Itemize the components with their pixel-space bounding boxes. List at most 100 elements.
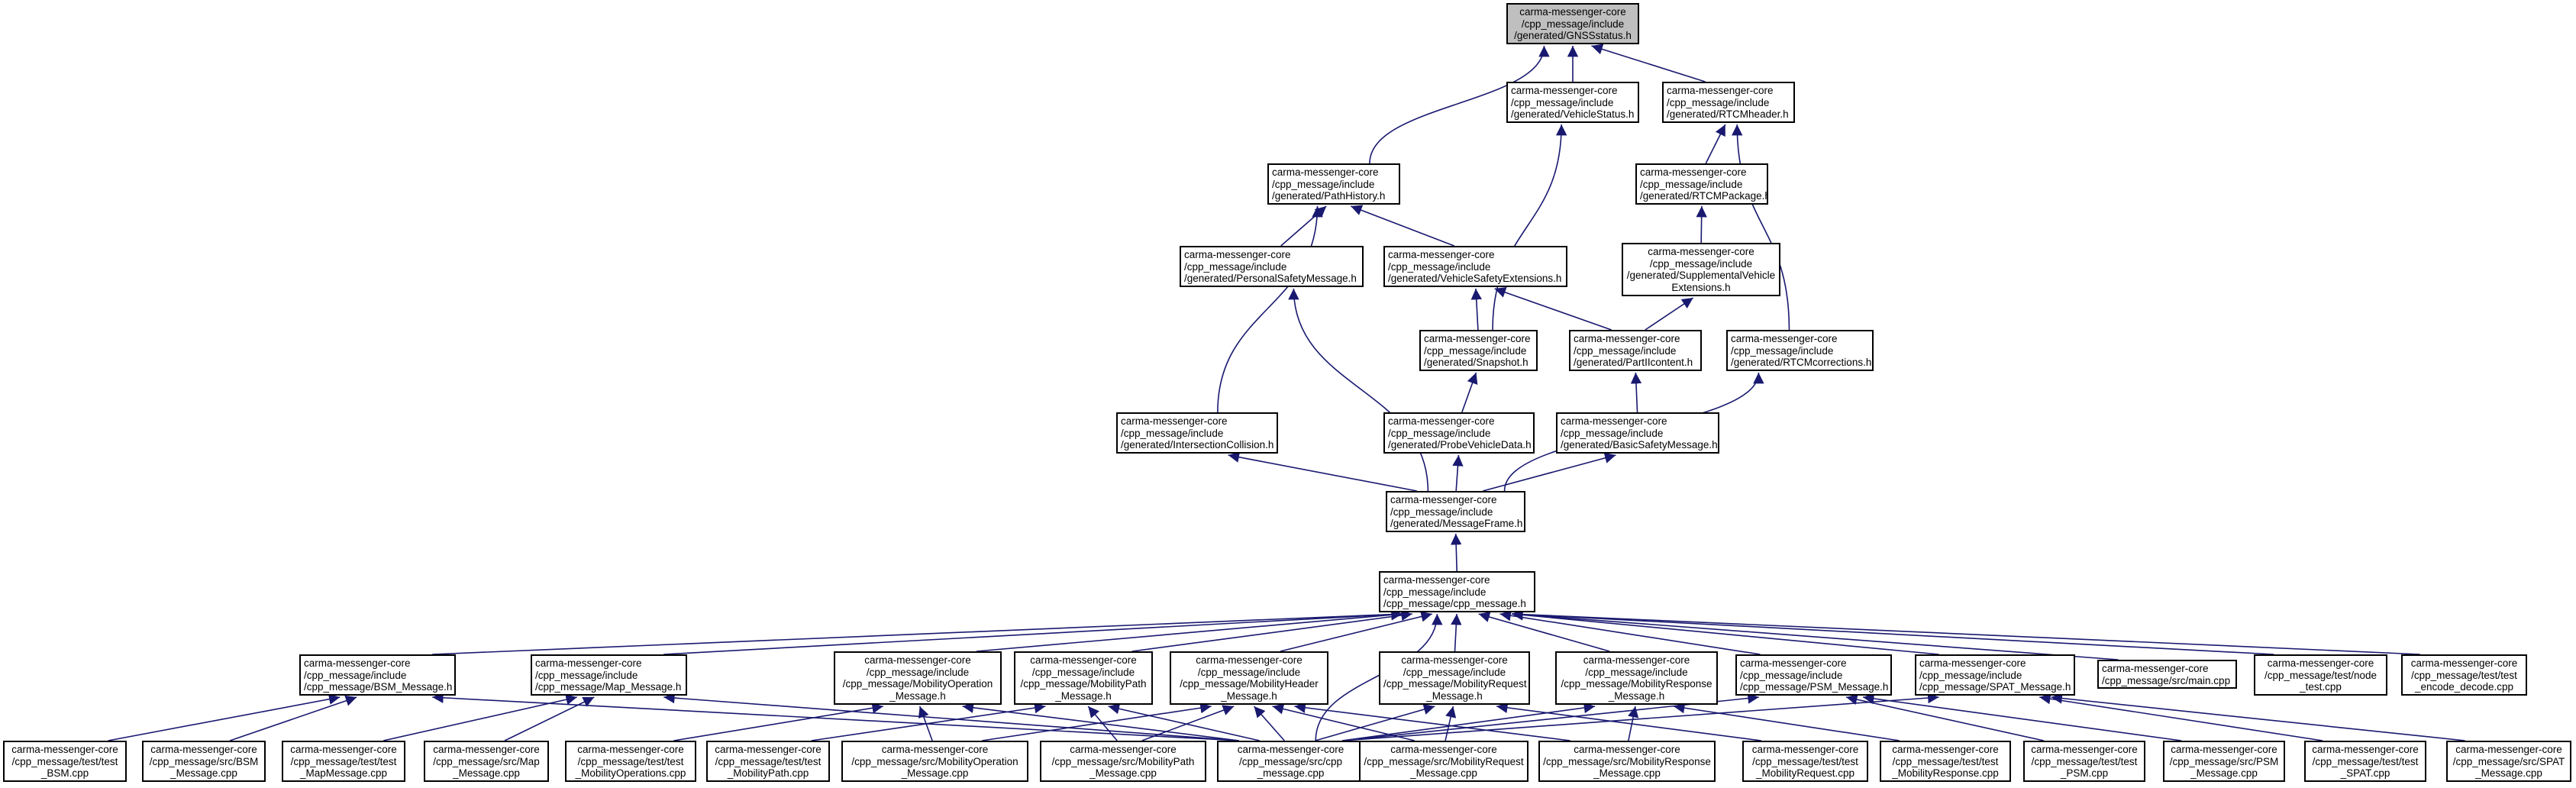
node-label-line: carma-messenger-core — [1731, 333, 1838, 344]
node-mobreqh[interactable]: carma-messenger-core/cpp_message/include… — [1379, 651, 1530, 705]
node-label-line: Extensions.h — [1671, 281, 1731, 293]
node-testmobpath[interactable]: carma-messenger-core/cpp_message/test/te… — [706, 741, 830, 782]
edge-maincpp-to-cppmsgh — [1512, 609, 2119, 660]
node-label-line: /cpp_message/include — [535, 669, 638, 681]
edge-msgframe-to-probe — [1452, 454, 1464, 492]
node-label-line: carma-messenger-core — [577, 744, 684, 755]
node-label-line: _MobilityRequest.cpp — [1755, 767, 1855, 779]
node-label-line: carma-messenger-core — [1561, 415, 1667, 427]
node-label-line: _Message.h — [889, 690, 946, 702]
node-label-line: carma-messenger-core — [433, 744, 540, 755]
node-spath[interactable]: carma-messenger-core/cpp_message/include… — [1915, 654, 2075, 696]
node-mobresph[interactable]: carma-messenger-core/cpp_message/include… — [1555, 651, 1718, 705]
node-label-line: carma-messenger-core — [864, 654, 971, 666]
node-label-line: _Message.cpp — [170, 767, 237, 779]
node-mobpathh[interactable]: carma-messenger-core/cpp_message/include… — [1014, 651, 1153, 705]
node-srcmobpath[interactable]: carma-messenger-core/cpp_message/src/Mob… — [1040, 741, 1206, 782]
node-label-line: /generated/VehicleSafetyExtensions.h — [1388, 273, 1562, 284]
node-testbsm[interactable]: carma-messenger-core/cpp_message/test/te… — [3, 741, 127, 782]
node-mobheaderh[interactable]: carma-messenger-core/cpp_message/include… — [1170, 651, 1328, 705]
node-label-line: carma-messenger-core — [715, 744, 822, 755]
edge-rtcmheader-to-gnss — [1591, 44, 1706, 82]
node-basicsafety[interactable]: carma-messenger-core/cpp_message/include… — [1556, 412, 1719, 454]
node-label-line: _Message.h — [1426, 690, 1483, 702]
node-label-line: /cpp_message/include — [1585, 666, 1688, 678]
edge-testpsm-to-psmh — [1845, 694, 2044, 741]
node-label-line: carma-messenger-core — [1030, 654, 1137, 666]
node-srcpsm[interactable]: carma-messenger-core/cpp_message/src/PSM… — [2163, 741, 2285, 782]
node-label-line: /cpp_message/src/cpp — [1238, 755, 1343, 767]
node-label-line: /cpp_message/include — [1640, 178, 1743, 190]
node-label-line: _message.cpp — [1257, 767, 1325, 779]
node-label-line: /cpp_message/src/MobilityResponse — [1543, 755, 1711, 767]
node-testmap[interactable]: carma-messenger-core/cpp_message/test/te… — [282, 741, 405, 782]
node-suppveh[interactable]: carma-messenger-core/cpp_message/include… — [1622, 243, 1780, 296]
node-label-line: /cpp_message/MobilityPath — [1020, 678, 1147, 690]
node-vse[interactable]: carma-messenger-core/cpp_message/include… — [1383, 246, 1567, 287]
node-msgframe[interactable]: carma-messenger-core/cpp_message/include… — [1386, 491, 1525, 532]
node-psm[interactable]: carma-messenger-core/cpp_message/include… — [1180, 246, 1364, 287]
node-snapshot[interactable]: carma-messenger-core/cpp_message/include… — [1419, 330, 1538, 371]
node-nodetest[interactable]: carma-messenger-core/cpp_message/test/no… — [2254, 654, 2387, 696]
node-srcmobreq[interactable]: carma-messenger-core/cpp_message/src/Mob… — [1359, 741, 1528, 782]
node-partii[interactable]: carma-messenger-core/cpp_message/include… — [1569, 330, 1702, 371]
node-label-line: /cpp_message/src/MobilityRequest — [1364, 755, 1524, 767]
edge-srcmobreq-to-mobreqh — [1445, 706, 1457, 741]
node-encdec[interactable]: carma-messenger-core/cpp_message/test/te… — [2401, 654, 2527, 696]
node-testspat[interactable]: carma-messenger-core/cpp_message/test/te… — [2304, 741, 2426, 782]
node-label-line: /generated/GNSSstatus.h — [1514, 30, 1632, 41]
node-label-line: _Message.h — [1608, 690, 1665, 702]
node-intersection[interactable]: carma-messenger-core/cpp_message/include… — [1116, 412, 1278, 454]
node-label-line: carma-messenger-core — [1383, 574, 1490, 586]
node-maph[interactable]: carma-messenger-core/cpp_message/include… — [531, 654, 687, 696]
node-rtcmcorr[interactable]: carma-messenger-core/cpp_message/include… — [1726, 330, 1874, 371]
edge-srccpp-to-spath — [1341, 692, 1939, 741]
node-label-line: carma-messenger-core — [290, 744, 397, 755]
node-rtcmpackage[interactable]: carma-messenger-core/cpp_message/include… — [1635, 163, 1768, 205]
edge-rtcmcorr-to-rtcmheader — [1732, 124, 1790, 331]
node-label-line: /cpp_message/include — [1390, 505, 1493, 518]
node-psmh[interactable]: carma-messenger-core/cpp_message/include… — [1735, 654, 1892, 696]
node-label-line: carma-messenger-core — [1648, 246, 1754, 257]
edge-srccpp-to-maph — [663, 692, 1240, 741]
node-label-line: /cpp_message/src/PSM — [2169, 755, 2279, 767]
edge-nodetest-to-cppmsgh — [1512, 609, 2274, 655]
node-rtcmheader[interactable]: carma-messenger-core/cpp_message/include… — [1662, 82, 1795, 123]
edge-srcmobpath-to-mobpathh — [1087, 706, 1118, 741]
node-srcbsm[interactable]: carma-messenger-core/cpp_message/src/BSM… — [142, 741, 266, 782]
node-vehstatus[interactable]: carma-messenger-core/cpp_message/include… — [1506, 82, 1639, 123]
node-maincpp[interactable]: carma-messenger-core/cpp_message/src/mai… — [2097, 660, 2237, 689]
node-testmobops[interactable]: carma-messenger-core/cpp_message/test/te… — [565, 741, 696, 782]
node-srccpp[interactable]: carma-messenger-core/cpp_message/src/cpp… — [1217, 741, 1364, 782]
node-label-line: /generated/RTCMcorrections.h — [1731, 357, 1872, 368]
node-pathhistory[interactable]: carma-messenger-core/cpp_message/include… — [1267, 163, 1400, 205]
edge-mobpathh-to-cppmsgh — [1131, 609, 1412, 652]
node-label-line: /generated/RTCMPackage.h — [1640, 190, 1768, 202]
node-label-line: /cpp_message/include — [1403, 666, 1506, 678]
node-label-line: carma-messenger-core — [2171, 744, 2277, 755]
node-srcmobops[interactable]: carma-messenger-core/cpp_message/src/Mob… — [841, 741, 1028, 782]
node-testmobresp[interactable]: carma-messenger-core/cpp_message/test/te… — [1880, 741, 2011, 782]
node-srcmap[interactable]: carma-messenger-core/cpp_message/src/Map… — [424, 741, 549, 782]
node-probe[interactable]: carma-messenger-core/cpp_message/include… — [1383, 412, 1535, 454]
edge-intersection-to-pathhistory — [1217, 205, 1323, 413]
edge-srccpp-to-mobreqh — [1315, 704, 1435, 741]
node-srcmobresp[interactable]: carma-messenger-core/cpp_message/src/Mob… — [1538, 741, 1716, 782]
node-label-line: carma-messenger-core — [150, 744, 257, 755]
node-label-line: /cpp_message/test/test — [1892, 755, 1999, 767]
edge-bsmh-to-cppmsgh — [432, 609, 1403, 655]
node-cppmsgh[interactable]: carma-messenger-core/cpp_message/include… — [1379, 571, 1535, 612]
edge-testmobops-to-mobopsh — [673, 702, 884, 741]
node-mobopsh[interactable]: carma-messenger-core/cpp_message/include… — [834, 651, 1002, 705]
node-label-line: /cpp_message/include — [1731, 344, 1834, 357]
node-label-line: carma-messenger-core — [2410, 657, 2518, 669]
edge-srccpp-to-mobresph — [1341, 702, 1596, 741]
node-bsmh[interactable]: carma-messenger-core/cpp_message/include… — [299, 654, 456, 696]
node-testmobreq[interactable]: carma-messenger-core/cpp_message/test/te… — [1742, 741, 1868, 782]
edge-psm-to-pathhistory — [1280, 205, 1327, 247]
node-testpsm[interactable]: carma-messenger-core/cpp_message/test/te… — [2023, 741, 2145, 782]
node-srcspat[interactable]: carma-messenger-core/cpp_message/src/SPA… — [2446, 741, 2571, 782]
node-label-line: /generated/MessageFrame.h — [1390, 518, 1523, 529]
